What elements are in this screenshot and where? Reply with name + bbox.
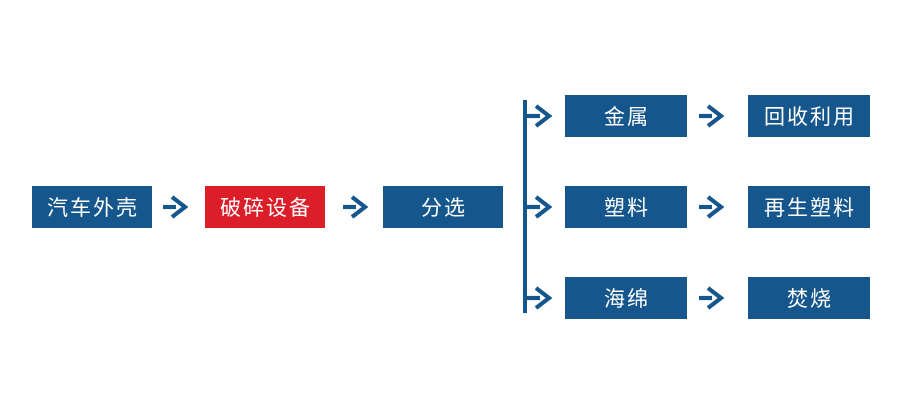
node-crusher: 破碎设备 [205, 186, 325, 228]
node-plastic: 塑料 [565, 186, 687, 228]
arrow-right-icon [527, 286, 552, 310]
node-metal: 金属 [565, 95, 687, 137]
node-sponge: 海绵 [565, 277, 687, 319]
node-sorting: 分选 [383, 186, 503, 228]
arrow-right-icon [527, 104, 552, 128]
node-incineration: 焚烧 [748, 277, 870, 319]
arrow-right-icon [163, 195, 188, 219]
arrow-right-icon [699, 286, 724, 310]
node-recycled-plastic: 再生塑料 [748, 186, 870, 228]
branch-connector-line [523, 100, 527, 313]
arrow-right-icon [699, 104, 724, 128]
arrow-right-icon [527, 195, 552, 219]
arrow-right-icon [699, 195, 724, 219]
arrow-right-icon [343, 195, 368, 219]
node-recycling: 回收利用 [748, 95, 870, 137]
node-car-shell: 汽车外壳 [32, 186, 152, 228]
